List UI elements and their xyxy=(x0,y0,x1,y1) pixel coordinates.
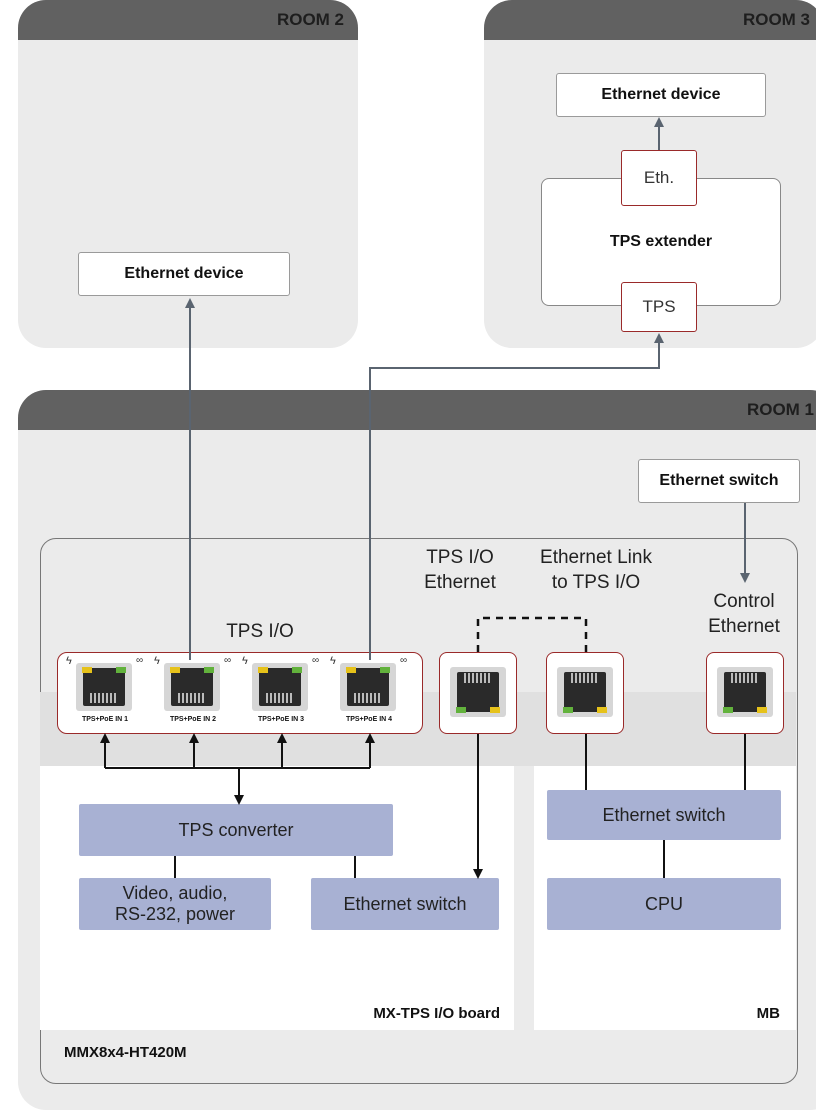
tps-poe-port-4[interactable]: ϟ ∞ TPS+PoE IN 4 xyxy=(326,655,412,731)
dashed-ethernet-link xyxy=(476,616,588,652)
eth-port: Eth. xyxy=(621,150,697,206)
room-3-title: ROOM 3 xyxy=(742,10,810,29)
room-1-title: ROOM 1 xyxy=(746,400,814,419)
mb-name: MB xyxy=(756,1005,780,1022)
rj45-jack-icon xyxy=(252,663,308,711)
poe-bolt-icon: ϟ xyxy=(242,655,248,667)
tps-io-label: TPS I/O xyxy=(226,621,294,642)
link-icon: ∞ xyxy=(312,655,320,666)
mb-ethernet-switch-block: Ethernet switch xyxy=(547,790,781,840)
tps-io-ethernet-port[interactable] xyxy=(439,652,517,734)
room2-ethernet-device: Ethernet device xyxy=(78,252,290,296)
rj45-jack-icon xyxy=(557,667,613,717)
control-ethernet-port[interactable] xyxy=(706,652,784,734)
rj45-jack-icon xyxy=(164,663,220,711)
cpu-block: CPU xyxy=(547,878,781,930)
tps-io-ethernet-label: TPS I/O Ethernet xyxy=(424,547,496,593)
port-label: TPS+PoE IN 3 xyxy=(257,716,305,723)
poe-bolt-icon: ϟ xyxy=(66,655,72,667)
tps-extender-label: TPS extender xyxy=(609,233,713,250)
port-label: TPS+PoE IN 4 xyxy=(345,716,393,723)
link-icon: ∞ xyxy=(224,655,232,666)
video-audio-block: Video, audio, RS-232, power xyxy=(79,878,271,930)
room-2-title: ROOM 2 xyxy=(276,10,344,29)
tps-poe-port-1[interactable]: ϟ ∞ TPS+PoE IN 1 xyxy=(62,655,148,731)
link-icon: ∞ xyxy=(136,655,144,666)
tps-converter-block: TPS converter xyxy=(79,804,393,856)
poe-bolt-icon: ϟ xyxy=(154,655,160,667)
poe-bolt-icon: ϟ xyxy=(330,655,336,667)
link-icon: ∞ xyxy=(400,655,408,666)
rj45-jack-icon xyxy=(340,663,396,711)
ethernet-link-port[interactable] xyxy=(546,652,624,734)
link-port4-to-room3 xyxy=(369,333,664,660)
rj45-jack-icon xyxy=(76,663,132,711)
device-name: MMX8x4-HT420M xyxy=(64,1044,187,1061)
room-3-header xyxy=(484,0,816,40)
io-ethernet-switch-block: Ethernet switch xyxy=(311,878,499,930)
room1-ethernet-switch: Ethernet switch xyxy=(638,459,800,503)
control-ethernet-label: Control Ethernet xyxy=(708,591,780,637)
port-label: TPS+PoE IN 2 xyxy=(169,716,217,723)
rj45-jack-icon xyxy=(717,667,773,717)
io-board-name: MX-TPS I/O board xyxy=(373,1005,500,1022)
tps-port: TPS xyxy=(621,282,697,332)
rj45-jack-icon xyxy=(450,667,506,717)
port-label: TPS+PoE IN 1 xyxy=(81,716,129,723)
tps-poe-port-2[interactable]: ϟ ∞ TPS+PoE IN 2 xyxy=(150,655,236,731)
tps-poe-port-3[interactable]: ϟ ∞ TPS+PoE IN 3 xyxy=(238,655,324,731)
room-2-header xyxy=(18,0,358,40)
ethernet-link-label: Ethernet Link to TPS I/O xyxy=(540,547,652,593)
room3-ethernet-device: Ethernet device xyxy=(556,73,766,117)
room-1-header xyxy=(18,390,816,430)
